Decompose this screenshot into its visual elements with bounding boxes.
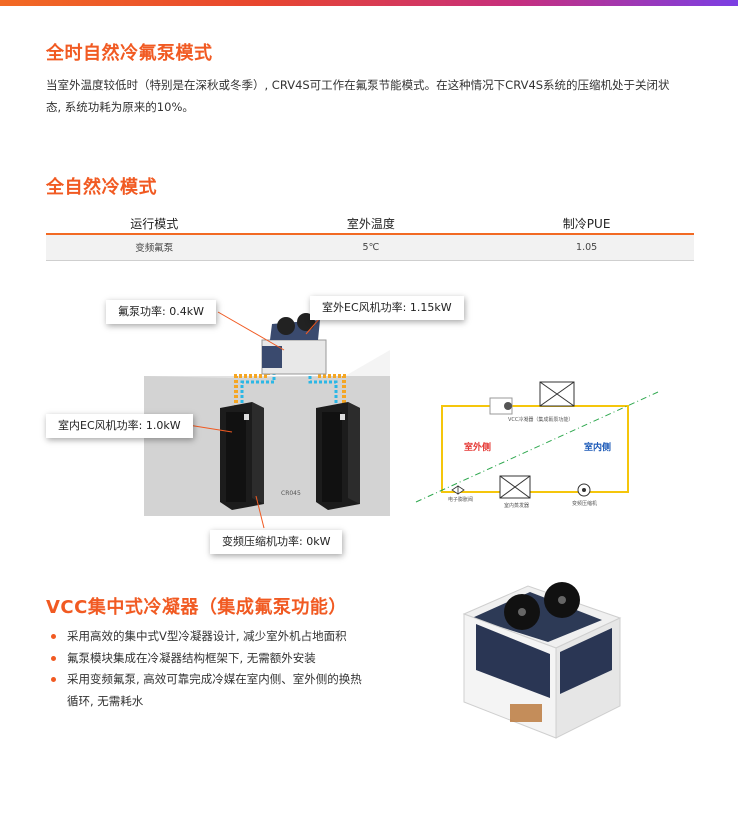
indoor-cabinet-right <box>316 402 360 510</box>
section-title-fluorine-pump-mode: 全时自然冷氟泵模式 <box>46 43 213 64</box>
table-cell: 5℃ <box>262 234 480 261</box>
table-header-row: 运行模式 室外温度 制冷PUE <box>46 214 694 235</box>
table-header-cell: 室外温度 <box>262 214 480 235</box>
callout-pump-power: 氟泵功率: 0.4kW <box>106 300 216 324</box>
evaporator-label: 室内蒸发器 <box>504 503 530 509</box>
valve-label: 电子膨胀阀 <box>448 497 474 503</box>
refrigerant-schematic: 室外侧 室内侧 VCC冷凝器（集成氟泵功能） 室内蒸发器 变频压缩机 电子膨胀阀 <box>412 376 662 516</box>
table-row: 变频氟泵 5℃ 1.05 <box>46 234 694 261</box>
paragraph-line-2: 态, 系统功耗为原来的10%。 <box>46 100 194 114</box>
table-cell: 1.05 <box>479 234 694 261</box>
callout-indoor-fan-power: 室内EC风机功率: 1.0kW <box>46 414 193 438</box>
bullet-icon <box>51 634 56 639</box>
table-header-cell: 制冷PUE <box>479 214 694 235</box>
condenser-coil-front <box>476 624 550 698</box>
condenser-coil-side <box>560 628 612 694</box>
callout-outdoor-fan-power: 室外EC风机功率: 1.15kW <box>310 296 464 320</box>
refrigerant-loop <box>441 405 629 493</box>
list-item: 采用高效的集中式V型冷凝器设计, 减少室外机占地面积 <box>50 626 390 648</box>
leader-pump <box>217 311 285 351</box>
callout-compressor-power: 变频压缩机功率: 0kW <box>210 530 343 554</box>
outdoor-side-label: 室外侧 <box>464 443 492 453</box>
leader-outdoor-fan <box>305 317 321 335</box>
equipment-illustration <box>144 311 390 529</box>
section-paragraph: 当室外温度较低时（特别是在深秋或冬季）, CRV4S可工作在氟泵节能模式。在这种… <box>46 74 694 118</box>
paragraph-line-1: 当室外温度较低时（特别是在深秋或冬季）, CRV4S可工作在氟泵节能模式。在这种… <box>46 78 670 92</box>
bullet-icon <box>51 677 56 682</box>
bullet-icon <box>51 655 56 661</box>
section-title-free-cooling-mode: 全自然冷模式 <box>46 177 157 198</box>
condenser-label: VCC冷凝器（集成氟泵功能） <box>508 417 574 423</box>
vcc-condenser-image <box>462 582 622 739</box>
expansion-valve-icon <box>451 485 465 495</box>
outdoor-condenser-unit <box>261 313 327 375</box>
section-title-vcc-condenser: VCC集中式冷凝器（集成氟泵功能） <box>46 597 347 618</box>
list-item: 氟泵模块集成在冷凝器结构框架下, 无需额外安装 <box>50 648 390 670</box>
feature-list: 采用高效的集中式V型冷凝器设计, 减少室外机占地面积 氟泵模块集成在冷凝器结构框… <box>50 626 390 712</box>
indoor-side-label: 室内侧 <box>584 443 612 453</box>
pump-icon <box>504 402 512 410</box>
indoor-cabinet-left <box>220 402 264 510</box>
top-gradient-bar <box>0 0 738 6</box>
unit-label: CR045 <box>281 490 301 497</box>
table-header-cell: 运行模式 <box>46 214 263 235</box>
list-item: 采用变频氟泵, 高效可靠完成冷媒在室内侧、室外侧的换热 <box>50 669 390 691</box>
mode-table: 运行模式 室外温度 制冷PUE 变频氟泵 5℃ 1.05 <box>46 214 694 261</box>
boundary-line <box>415 391 659 503</box>
leader-compressor <box>255 495 265 529</box>
list-item: 循环, 无需耗水 <box>67 693 144 708</box>
pump-module <box>510 704 542 722</box>
compressor-label: 变频压缩机 <box>572 501 598 507</box>
table-cell: 变频氟泵 <box>46 234 263 261</box>
